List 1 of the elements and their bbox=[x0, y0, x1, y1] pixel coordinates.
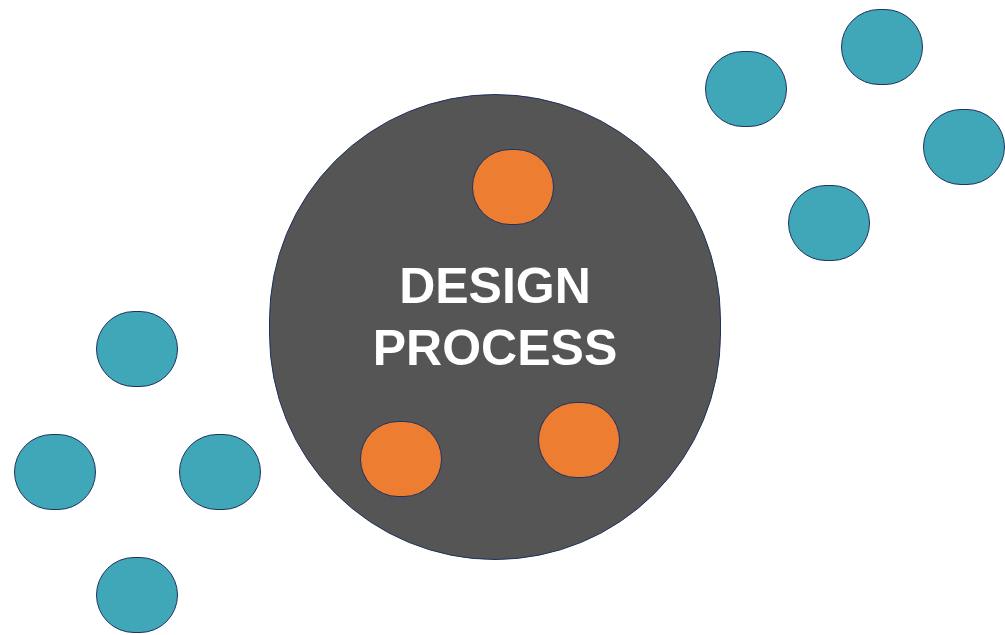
process-title: DESIGN PROCESS bbox=[371, 256, 619, 378]
